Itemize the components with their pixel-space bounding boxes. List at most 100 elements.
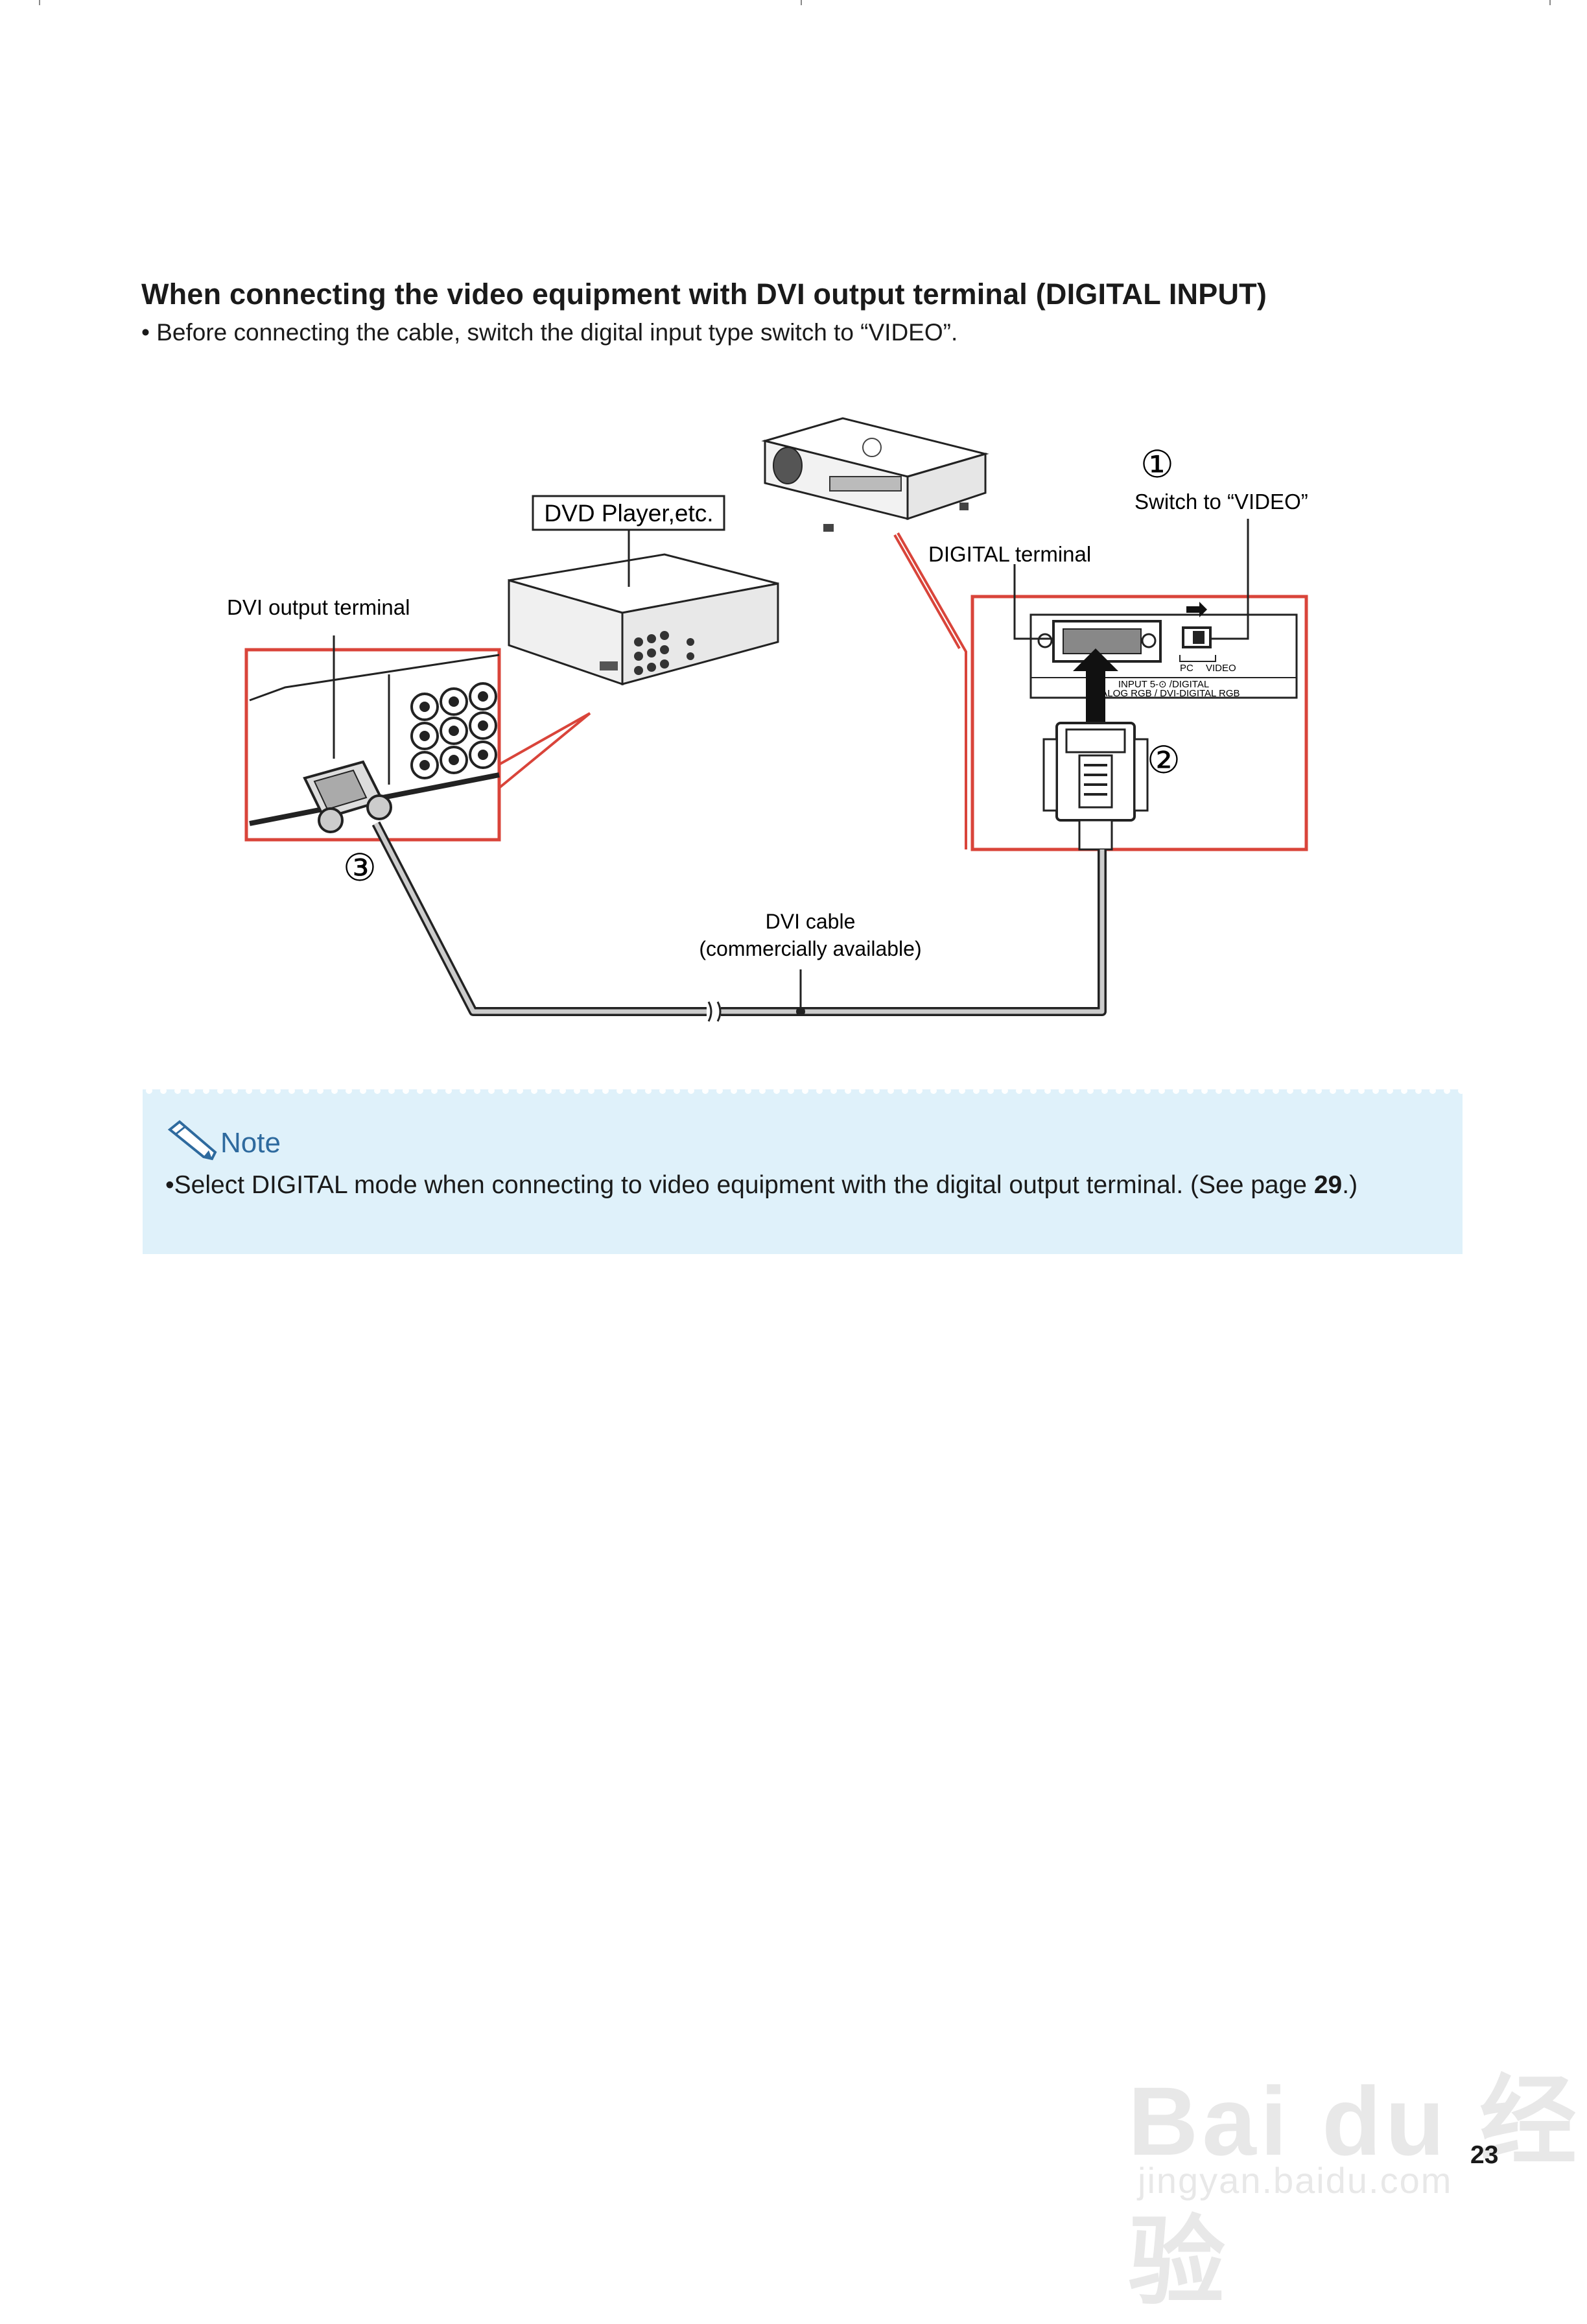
note-border-dot <box>1030 1087 1037 1094</box>
note-border-dot <box>545 1087 552 1094</box>
note-border-dot <box>973 1087 980 1094</box>
note-border-dot <box>488 1087 495 1094</box>
note-page-ref: 29 <box>1313 1171 1343 1199</box>
note-border-dot <box>716 1087 723 1094</box>
note-border-dot <box>959 1087 965 1094</box>
dvd-terminal-closeup <box>249 654 500 833</box>
note-border-dot <box>189 1087 195 1094</box>
note-border-dot <box>374 1087 381 1094</box>
panel-label-line1: INPUT 5-⊙ /DIGITAL <box>1118 679 1209 690</box>
note-border-dot <box>1444 1087 1450 1094</box>
note-border-dot <box>802 1087 808 1094</box>
note-border-dot <box>502 1087 509 1094</box>
note-border-dot <box>331 1087 338 1094</box>
note-border-dot <box>346 1087 352 1094</box>
note-border-dot <box>474 1087 480 1094</box>
note-border-dot <box>631 1087 637 1094</box>
note-border-dot <box>1287 1087 1293 1094</box>
note-border-dot <box>1002 1087 1008 1094</box>
note-border-dot <box>260 1087 266 1094</box>
note-border-dot <box>460 1087 466 1094</box>
switch-pointer <box>1210 519 1249 640</box>
projector-terminal-panel <box>1029 602 1298 699</box>
note-border-dot <box>688 1087 694 1094</box>
note-border-dot <box>1258 1087 1265 1094</box>
note-border-dot <box>773 1087 780 1094</box>
pencil-icon <box>167 1120 217 1161</box>
note-border-dot <box>1130 1087 1136 1094</box>
switch-video-label: VIDEO <box>1206 663 1236 674</box>
note-border-dot <box>1101 1087 1108 1094</box>
note-border-dot <box>731 1087 737 1094</box>
dvi-plug-right <box>1042 722 1149 851</box>
note-border-dot <box>845 1087 851 1094</box>
note-border-dot <box>1330 1087 1336 1094</box>
note-border-dot <box>217 1087 224 1094</box>
note-border-dot <box>574 1087 580 1094</box>
note-border-dot <box>602 1087 609 1094</box>
note-border-dot <box>1244 1087 1251 1094</box>
note-border-dot <box>1087 1087 1094 1094</box>
note-border-dot <box>888 1087 894 1094</box>
note-border-dot <box>1273 1087 1279 1094</box>
note-border-dot <box>417 1087 423 1094</box>
note-border-dot <box>617 1087 623 1094</box>
crop-mark <box>1549 0 1551 5</box>
note-text: Select DIGITAL mode when connecting to v… <box>174 1171 1314 1199</box>
note-border-dot <box>759 1087 766 1094</box>
page-number: 23 <box>1470 2141 1499 2169</box>
switch-pc-label: PC <box>1180 663 1193 674</box>
note-title: Note <box>220 1127 281 1159</box>
note-border-dot <box>1216 1087 1222 1094</box>
note-border-dot <box>246 1087 252 1094</box>
note-border-dot <box>517 1087 523 1094</box>
dvd-player-label: DVD Player,etc. <box>544 500 713 527</box>
note-border-dot <box>388 1087 395 1094</box>
note-border-dot <box>1201 1087 1208 1094</box>
note-border-dot <box>1458 1087 1463 1094</box>
note-border-dot <box>1372 1087 1379 1094</box>
note-border-dot <box>830 1087 837 1094</box>
note-border-dot <box>1158 1087 1165 1094</box>
note-border-dot <box>317 1087 323 1094</box>
note-border-dot <box>1415 1087 1422 1094</box>
note-border-dot <box>1144 1087 1151 1094</box>
dvd-player-label-box <box>532 495 725 531</box>
note-border-dot <box>645 1087 652 1094</box>
note-border-dot <box>674 1087 680 1094</box>
digital-terminal-pointer <box>1013 564 1053 640</box>
note-border-dot <box>916 1087 923 1094</box>
note-border-dot <box>1016 1087 1022 1094</box>
note-border-dot <box>1230 1087 1236 1094</box>
digital-terminal-label: DIGITAL terminal <box>928 542 1091 566</box>
step2-number: ② <box>1147 738 1181 782</box>
note-border-dot <box>945 1087 951 1094</box>
note-border-dot <box>288 1087 295 1094</box>
dvi-cable-sublabel: (commercially available) <box>699 937 921 960</box>
step3-number: ③ <box>343 846 377 890</box>
note-border-dot <box>873 1087 880 1094</box>
note-border-dot <box>1173 1087 1179 1094</box>
note-border-dot <box>1344 1087 1350 1094</box>
note-border-dot <box>930 1087 937 1094</box>
section-heading: When connecting the video equipment with… <box>141 278 1267 311</box>
note-border-dot <box>431 1087 438 1094</box>
note-border-dot <box>702 1087 709 1094</box>
note-border-dot <box>303 1087 309 1094</box>
note-border-dot <box>1387 1087 1393 1094</box>
dvd-player-illustration <box>508 522 779 686</box>
note-border-dot <box>1401 1087 1407 1094</box>
watermark-url: jingyan.baidu.com <box>1138 2160 1453 2201</box>
note-border-dot <box>1187 1087 1193 1094</box>
note-border-dot <box>559 1087 566 1094</box>
note-border-dot <box>403 1087 409 1094</box>
insert-arrow <box>1086 668 1105 726</box>
note-border-dot <box>231 1087 238 1094</box>
projector-illustration <box>761 417 989 532</box>
note-border-dot <box>1301 1087 1308 1094</box>
note-border-dot <box>174 1087 181 1094</box>
note-border-dot <box>146 1087 152 1094</box>
note-border-dot <box>745 1087 751 1094</box>
connection-diagram: DVD Player,etc. DVI output terminal <box>227 417 1308 1022</box>
note-border-dot <box>1429 1087 1436 1094</box>
